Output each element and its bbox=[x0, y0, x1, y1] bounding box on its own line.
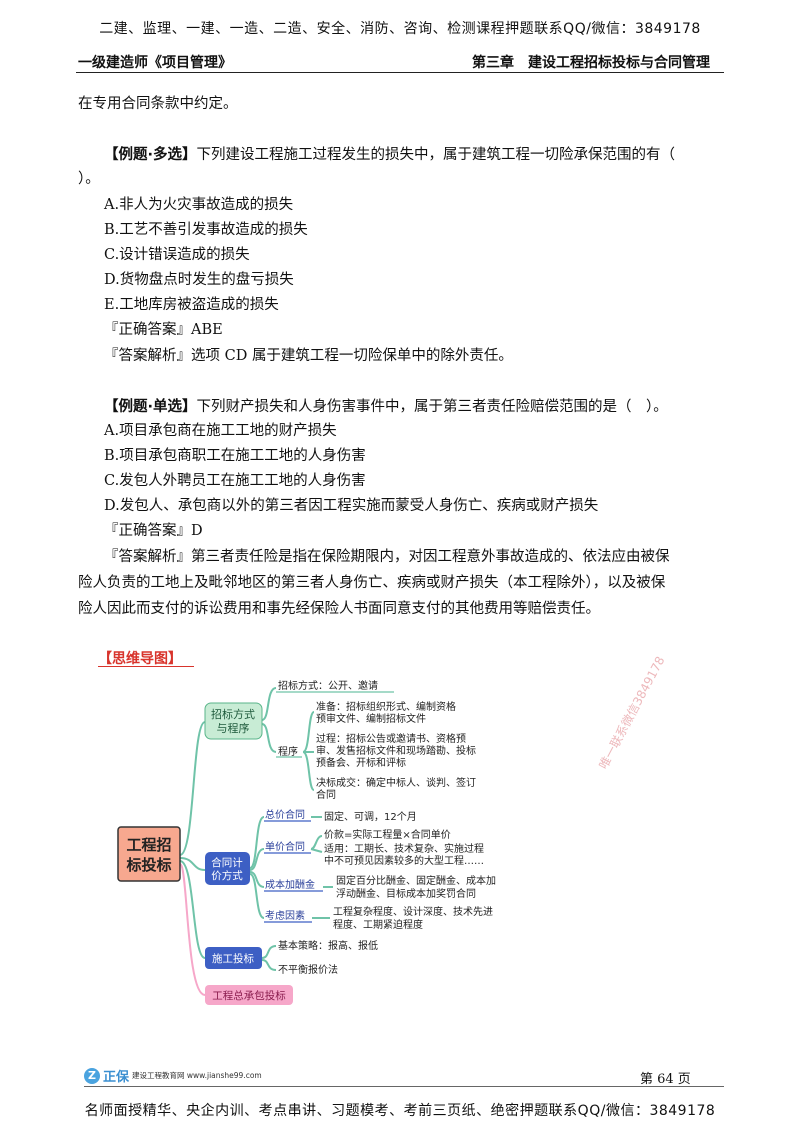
q1-option-d: D.货物盘点时发生的盘亏损失 bbox=[104, 272, 294, 288]
q2-option-d: D.发包人、承包商以外的第三者因工程实施而蒙受人身伤亡、疾病或财产损失 bbox=[104, 498, 599, 514]
b2-factor-desc1: 工程复杂程度、设计深度、技术先进 bbox=[333, 905, 493, 918]
footer-rule bbox=[84, 1086, 724, 1087]
branch1-label-line1: 招标方式 bbox=[211, 707, 255, 721]
logo-mark-icon: Z bbox=[84, 1067, 100, 1084]
b2-cost-text: 成本加酬金 bbox=[265, 878, 315, 891]
b1-method-text: 招标方式：公开、邀请 bbox=[278, 679, 378, 692]
b1-proc-line1: 过程：招标公告或邀请书、资格预 bbox=[316, 732, 466, 745]
connector-b2-total bbox=[249, 816, 265, 869]
q2-analysis-line2: 险人负责的工地上及毗邻地区的第三者人身伤亡、疾病或财产损失（本工程除外），以及被… bbox=[78, 575, 666, 591]
logo-subtext: 建设工程教育网 www.jianshe99.com bbox=[132, 1071, 262, 1080]
connector-unit-desc2 bbox=[310, 848, 323, 853]
q1-stem-line1: 下列建设工程施工过程发生的损失中，属于建筑工程一切险承保范围的有（ bbox=[196, 147, 676, 163]
connector-b3-unbalanced bbox=[261, 959, 277, 971]
branch4-box bbox=[205, 985, 293, 1005]
mindmap-title-underline bbox=[98, 666, 194, 667]
branch-general-contract-bidding[interactable]: 工程总承包投标 bbox=[205, 985, 293, 1005]
b1-deal-line2: 合同 bbox=[316, 788, 336, 801]
connector-b2-cost bbox=[249, 871, 265, 888]
branch-bidding-method-procedure[interactable]: 招标方式 与程序 bbox=[204, 702, 263, 740]
q1-stem-line2: ）。 bbox=[78, 171, 100, 187]
branch3-box bbox=[205, 947, 262, 969]
intro-line: 在专用合同条款中约定。 bbox=[78, 96, 238, 112]
q1-option-a: A.非人为火灾事故造成的损失 bbox=[104, 197, 294, 213]
b2-cost-desc2: 浮动酬金、目标成本加奖罚合同 bbox=[336, 887, 476, 900]
b2-factor-text: 考虑因素 bbox=[265, 909, 305, 922]
mindmap-connectors bbox=[179, 687, 333, 996]
q1-analysis: 『答案解析』选项 CD 属于建筑工程一切险保单中的除外责任。 bbox=[104, 348, 513, 364]
b2-cost-desc1: 固定百分比酬金、固定酬金、成本加 bbox=[336, 874, 496, 887]
top-banner: 二建、监理、一建、一造、二造、安全、消防、咨询、检测课程押题联系QQ/微信：38… bbox=[99, 21, 701, 37]
connector-b2-factor bbox=[249, 873, 265, 919]
q2-tag: 【例题·单选】 bbox=[104, 399, 197, 415]
q2-analysis-line1: 『答案解析』第三者责任险是指在保险期限内，对因工程意外事故造成的、依法应由被保 bbox=[104, 549, 670, 565]
branch3-label: 施工投标 bbox=[212, 952, 254, 965]
bottom-banner: 名师面授精华、央企内训、考点串讲、习题模考、考前三页纸、绝密押题联系QQ/微信：… bbox=[84, 1103, 716, 1119]
b1-deal-line1: 决标成交：确定中标人、谈判、签订 bbox=[316, 776, 476, 789]
root-label-line1: 工程招 bbox=[126, 836, 171, 854]
logo-text: 正保 bbox=[103, 1070, 130, 1085]
header-rule bbox=[76, 72, 724, 73]
q1-option-e: E.工地库房被盗造成的损失 bbox=[104, 297, 279, 313]
branch4-label: 工程总承包投标 bbox=[212, 989, 286, 1002]
root-node[interactable]: 工程招 标投标 bbox=[117, 826, 181, 882]
q1-option-b: B.工艺不善引发事故造成的损失 bbox=[104, 222, 308, 238]
connector-root-branch1 bbox=[179, 721, 206, 856]
q2-option-c: C.发包人外聘员工在施工工地的人身伤害 bbox=[104, 473, 366, 489]
header-chapter-title: 第三章 建设工程招标投标与合同管理 bbox=[472, 55, 710, 71]
mindmap-underlines bbox=[264, 691, 394, 923]
connector-b3-basic bbox=[261, 945, 277, 959]
q2-answer: 『正确答案』D bbox=[104, 523, 203, 539]
connector-b1-method bbox=[261, 687, 277, 721]
q2-stem-text: 下列财产损失和人身伤害事件中，属于第三者责任险赔偿范围的是（ ）。 bbox=[196, 399, 668, 415]
branch-construction-bidding[interactable]: 施工投标 bbox=[205, 947, 262, 969]
b2-unit-desc1: 价款=实际工程量×合同单价 bbox=[324, 828, 451, 841]
connector-root-branch2 bbox=[179, 857, 206, 871]
footer-logo: Z 正保 建设工程教育网 www.jianshe99.com bbox=[84, 1066, 262, 1085]
b1-proc-line3: 预备会、开标和评标 bbox=[316, 756, 406, 769]
root-label-line2: 标投标 bbox=[125, 856, 171, 874]
b1-procedure-text: 程序 bbox=[278, 745, 298, 758]
q1-option-c: C.设计错误造成的损失 bbox=[104, 247, 250, 263]
root-node-box bbox=[117, 826, 181, 882]
b1-prep-line1: 准备：招标组织形式、编制资格 bbox=[316, 700, 456, 713]
b3-basic-text: 基本策略：报高、报低 bbox=[278, 939, 378, 952]
branch1-box bbox=[204, 702, 263, 740]
connector-proc-deal bbox=[302, 751, 315, 791]
q1-stem: 【例题·多选】下列建设工程施工过程发生的损失中，属于建筑工程一切险承保范围的有（ bbox=[104, 143, 675, 164]
q1-tag: 【例题·多选】 bbox=[104, 147, 197, 163]
b2-unit-desc3: 中不可预见因素较多的大型工程…… bbox=[324, 854, 484, 867]
connector-b2-unit bbox=[249, 848, 265, 871]
mindmap-title: 【思维导图】 bbox=[98, 651, 182, 667]
b3-unbalanced-text: 不平衡报价法 bbox=[278, 963, 338, 976]
b2-total-desc: 固定、可调，12个月 bbox=[324, 810, 417, 823]
branch2-label-line2: 价方式 bbox=[211, 869, 243, 882]
connector-root-branch3 bbox=[179, 860, 206, 959]
connector-proc-prep bbox=[302, 711, 315, 753]
b1-prep-line2: 预审文件、编制招标文件 bbox=[316, 712, 426, 725]
b1-proc-line2: 审、发售招标文件和现场踏勘、投标 bbox=[316, 744, 476, 757]
branch-contract-pricing[interactable]: 合同计 价方式 bbox=[205, 852, 250, 885]
header-book-title: 一级建造师《项目管理》 bbox=[78, 55, 232, 71]
watermark-text: 唯一联系微信3849178 bbox=[596, 654, 667, 771]
branch2-label-line1: 合同计 bbox=[211, 856, 243, 869]
branch2-box bbox=[205, 852, 250, 885]
page-number: 第 64 页 bbox=[640, 1072, 691, 1087]
branch1-label-line2: 与程序 bbox=[217, 721, 250, 735]
q2-option-a: A.项目承包商在施工工地的财产损失 bbox=[104, 423, 337, 439]
q1-answer: 『正确答案』ABE bbox=[104, 322, 223, 338]
b2-unit-text: 单价合同 bbox=[265, 840, 305, 853]
connector-root-branch4 bbox=[179, 863, 206, 996]
b2-unit-desc2: 适用：工期长、技术复杂、实施过程 bbox=[324, 842, 484, 855]
connector-b1-procedure bbox=[261, 723, 277, 753]
b2-total-text: 总价合同 bbox=[265, 808, 305, 821]
q2-option-b: B.项目承包商职工在施工工地的人身伤害 bbox=[104, 448, 366, 464]
q2-stem: 【例题·单选】下列财产损失和人身伤害事件中，属于第三者责任险赔偿范围的是（ ）。 bbox=[104, 395, 668, 416]
connector-unit-desc1 bbox=[310, 835, 323, 850]
q2-analysis-line3: 险人因此而支付的诉讼费用和事先经保险人书面同意支付的其他费用等赔偿责任。 bbox=[78, 601, 600, 617]
b2-factor-desc2: 程度、工期紧迫程度 bbox=[333, 918, 423, 931]
